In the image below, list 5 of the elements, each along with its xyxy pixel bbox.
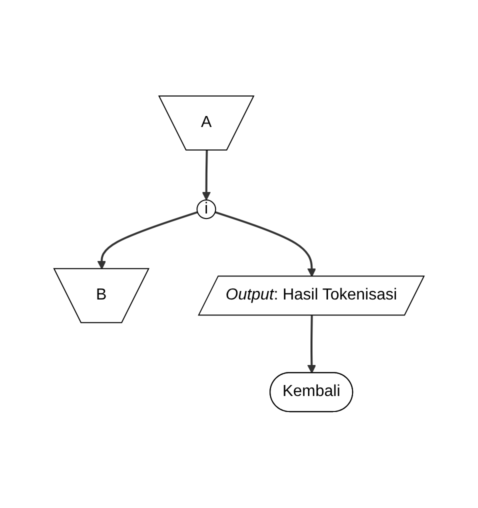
arrow [307, 316, 316, 374]
arrow [202, 150, 211, 201]
arrow [97, 211, 198, 270]
node-circle: i [196, 200, 216, 220]
arrow [214, 211, 316, 278]
